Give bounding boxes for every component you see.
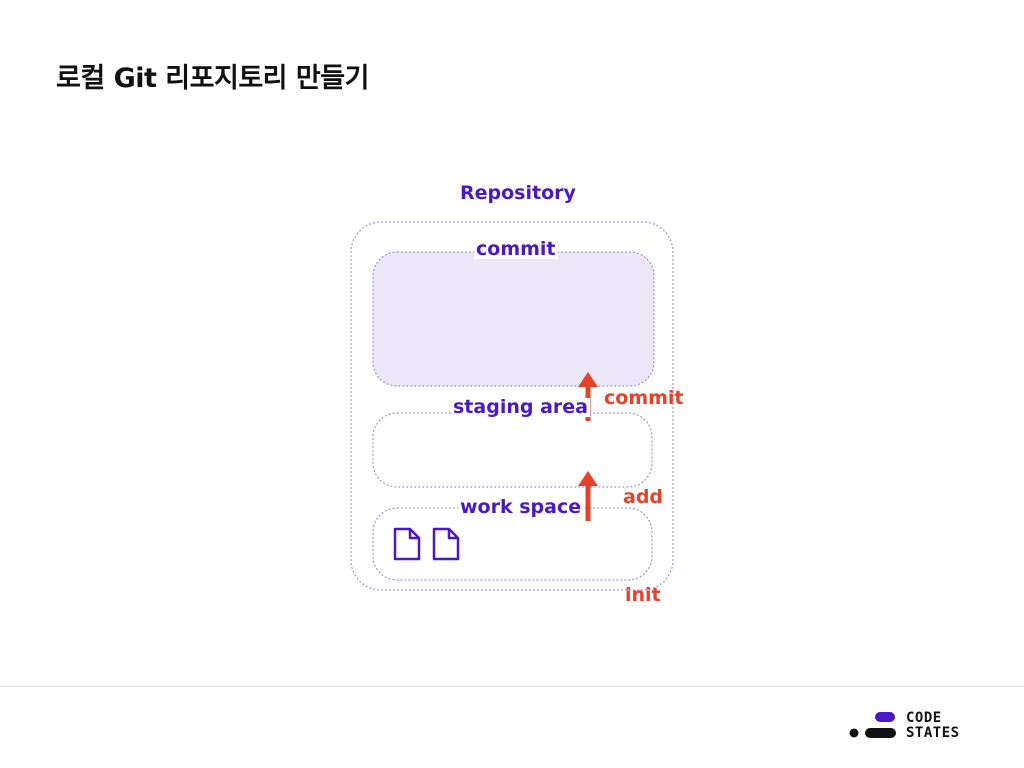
slide-title: 로컬 Git 리포지토리 만들기 [56, 63, 369, 94]
footer-divider [0, 686, 1024, 687]
staging-area-label: staging area [451, 396, 590, 418]
commit-box [372, 251, 655, 387]
staging-area-box [372, 412, 653, 488]
code-states-logo: CODE STATES [848, 710, 968, 744]
commit-action-label: commit [604, 387, 684, 409]
file-icon [432, 527, 460, 561]
git-repository-diagram [350, 221, 674, 591]
init-action-label: init [625, 584, 661, 606]
work-space-box [372, 507, 653, 581]
file-icon [393, 527, 421, 561]
logo-wordmark: CODE STATES [906, 711, 960, 741]
logo-mark-icon [849, 712, 896, 738]
logo-line-states: STATES [906, 725, 960, 741]
commit-area-label: commit [474, 238, 558, 260]
add-action-label: add [623, 486, 664, 508]
add-arrow-icon [578, 471, 598, 521]
repository-label: Repository [460, 182, 576, 204]
logo-line-code: CODE [906, 710, 942, 726]
work-space-label: work space [458, 496, 584, 518]
